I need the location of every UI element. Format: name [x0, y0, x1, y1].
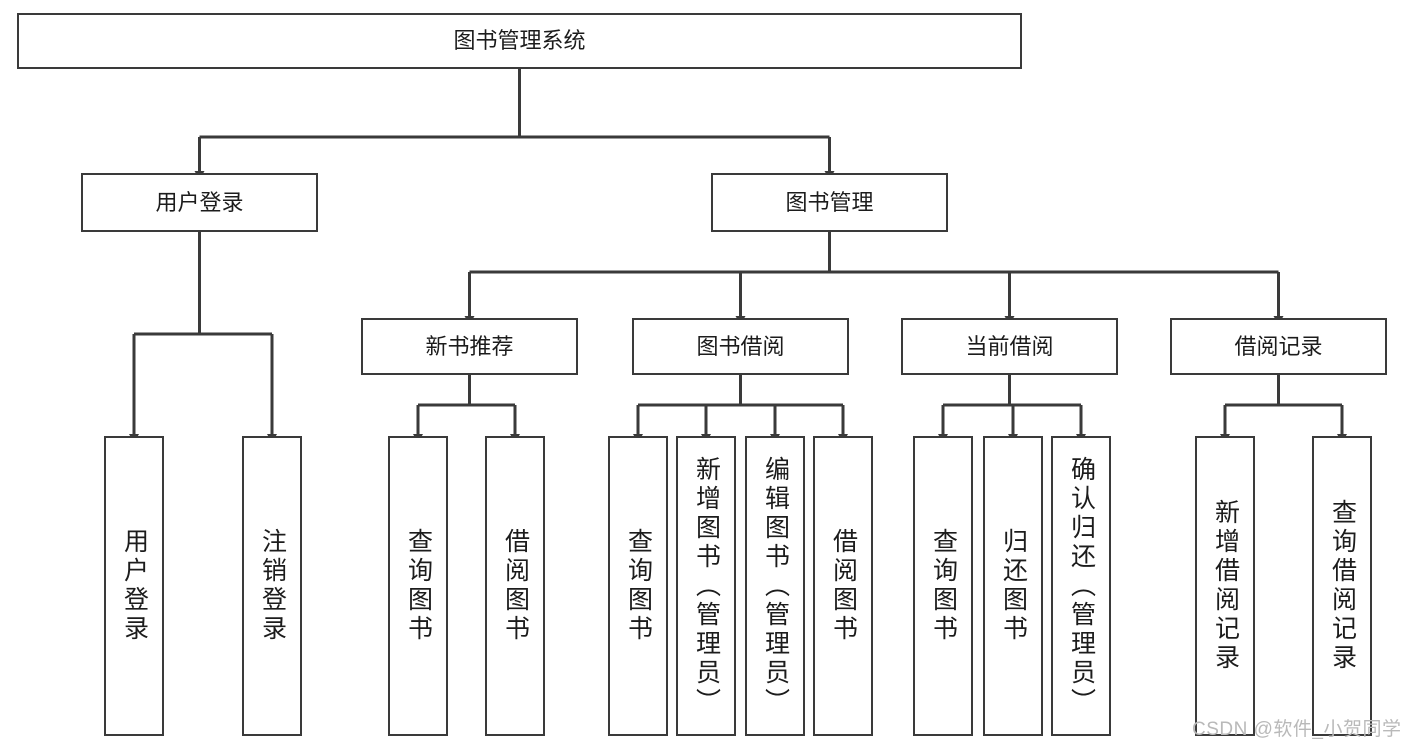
node-leaf-bor-edit[interactable]: 编辑图书（管理员）	[745, 436, 805, 736]
edge-group	[129, 69, 1347, 443]
node-label: 当前借阅	[965, 333, 1054, 359]
node-leaf-new-query[interactable]: 查询图书	[388, 436, 448, 736]
node-label: 查询借阅记录	[1328, 499, 1357, 673]
node-leaf-bor-lend[interactable]: 借阅图书	[813, 436, 873, 736]
node-leaf-user-logout[interactable]: 注销登录	[242, 436, 302, 736]
node-label: 新书推荐	[425, 333, 514, 359]
node-label: 图书借阅	[696, 333, 785, 359]
node-l2-user[interactable]: 用户登录	[81, 173, 318, 232]
node-label: 借阅记录	[1234, 333, 1323, 359]
node-l3-current[interactable]: 当前借阅	[901, 318, 1118, 375]
node-label: 用户登录	[155, 189, 244, 215]
node-leaf-user-login[interactable]: 用户登录	[104, 436, 164, 736]
node-label: 注销登录	[258, 528, 287, 644]
node-label: 查询图书	[929, 528, 958, 644]
node-leaf-rec-add[interactable]: 新增借阅记录	[1195, 436, 1255, 736]
node-l2-book[interactable]: 图书管理	[711, 173, 948, 232]
node-leaf-rec-query[interactable]: 查询借阅记录	[1312, 436, 1372, 736]
node-leaf-bor-query[interactable]: 查询图书	[608, 436, 668, 736]
node-label: 新增借阅记录	[1211, 499, 1240, 673]
node-label: 新增图书（管理员）	[692, 455, 721, 717]
node-label: 编辑图书（管理员）	[761, 455, 790, 717]
node-label: 确认归还（管理员）	[1067, 455, 1096, 717]
node-leaf-new-borrow[interactable]: 借阅图书	[485, 436, 545, 736]
node-label: 图书管理系统	[453, 28, 586, 54]
node-leaf-cur-query[interactable]: 查询图书	[913, 436, 973, 736]
node-l3-newbook[interactable]: 新书推荐	[361, 318, 578, 375]
node-leaf-cur-return[interactable]: 归还图书	[983, 436, 1043, 736]
node-l3-record[interactable]: 借阅记录	[1170, 318, 1387, 375]
node-label: 图书管理	[785, 189, 874, 215]
node-leaf-cur-confirm[interactable]: 确认归还（管理员）	[1051, 436, 1111, 736]
node-leaf-bor-add[interactable]: 新增图书（管理员）	[676, 436, 736, 736]
node-label: 查询图书	[404, 528, 433, 644]
node-label: 借阅图书	[501, 528, 530, 644]
node-label: 归还图书	[999, 528, 1028, 644]
node-l3-borrow[interactable]: 图书借阅	[632, 318, 849, 375]
node-label: 查询图书	[624, 528, 653, 644]
node-label: 借阅图书	[829, 528, 858, 644]
node-root[interactable]: 图书管理系统	[17, 13, 1022, 69]
node-label: 用户登录	[120, 528, 149, 644]
